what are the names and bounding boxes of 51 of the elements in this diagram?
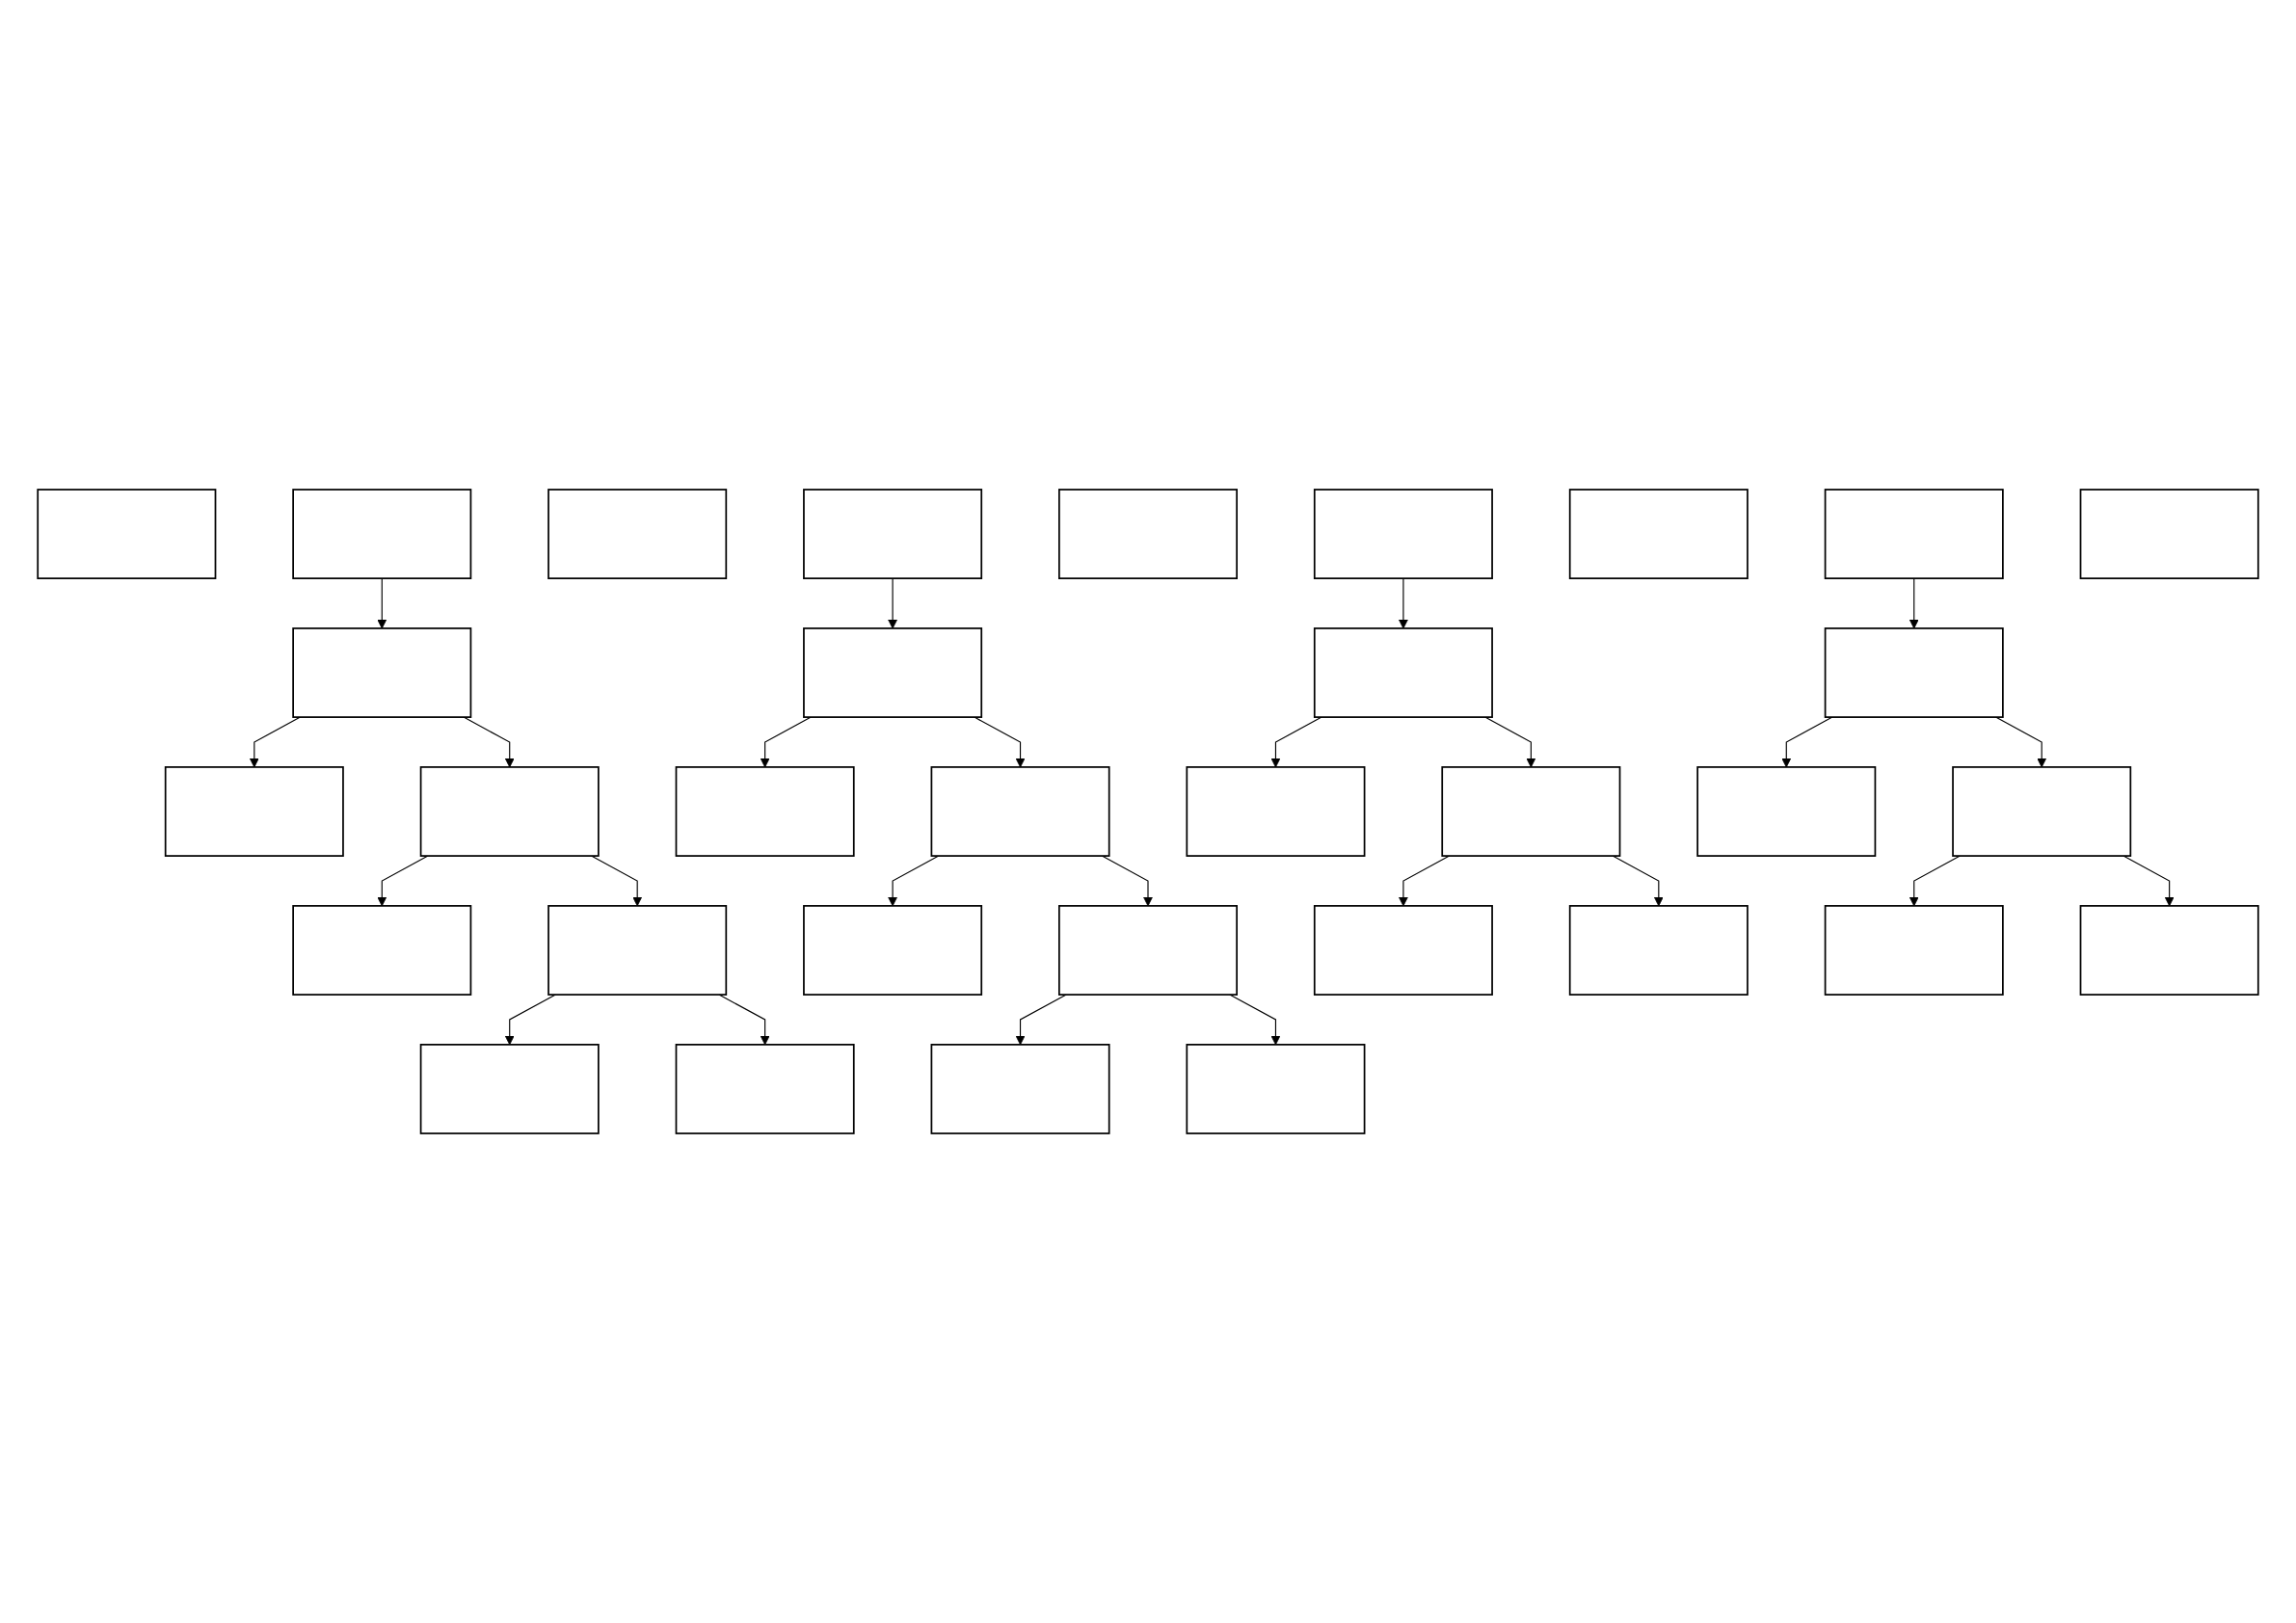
arrow	[974, 716, 1026, 768]
arrow	[760, 716, 812, 768]
node-box	[419, 766, 600, 857]
arrow	[377, 855, 429, 907]
node-box	[1824, 627, 2004, 718]
arrow	[1612, 855, 1664, 907]
arrow	[377, 577, 387, 629]
node-box	[930, 766, 1110, 857]
arrow	[1015, 994, 1067, 1046]
node-box	[1696, 766, 1877, 857]
node-box	[2079, 905, 2259, 996]
arrow	[1229, 994, 1281, 1046]
node-box	[1441, 766, 1621, 857]
arrow	[1909, 855, 1961, 907]
arrow	[718, 994, 770, 1046]
node-box	[419, 1044, 600, 1134]
node-box	[803, 489, 983, 579]
node-box	[1952, 766, 2132, 857]
node-box	[1824, 905, 2004, 996]
node-box	[803, 905, 983, 996]
node-box	[164, 766, 344, 857]
node-box	[37, 489, 217, 579]
node-box	[1058, 905, 1238, 996]
node-box	[1824, 489, 2004, 579]
node-box	[675, 766, 855, 857]
node-box	[2079, 489, 2259, 579]
node-box	[1568, 905, 1749, 996]
node-box	[292, 627, 472, 718]
arrow	[1909, 577, 1919, 629]
arrow	[1781, 716, 1833, 768]
node-box	[292, 489, 472, 579]
node-box	[803, 627, 983, 718]
arrow	[2122, 855, 2175, 907]
arrow	[463, 716, 515, 768]
arrow	[1484, 716, 1536, 768]
node-box	[1186, 1044, 1366, 1134]
node-box	[1313, 905, 1493, 996]
node-box	[547, 489, 728, 579]
arrow	[504, 994, 556, 1046]
node-box	[1186, 766, 1366, 857]
node-box	[930, 1044, 1110, 1134]
node-box	[1568, 489, 1749, 579]
node-box	[292, 905, 472, 996]
arrow	[1270, 716, 1322, 768]
arrow	[1398, 577, 1408, 629]
arrow	[888, 577, 898, 629]
node-box	[675, 1044, 855, 1134]
node-box	[1313, 627, 1493, 718]
node-box	[547, 905, 728, 996]
node-box	[1313, 489, 1493, 579]
node-box	[1058, 489, 1238, 579]
